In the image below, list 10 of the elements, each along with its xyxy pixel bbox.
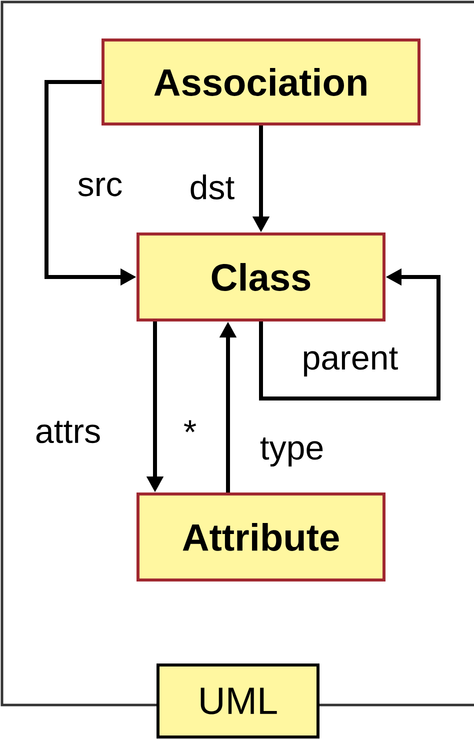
edge-label: type [260, 437, 323, 467]
class-box: Class [136, 232, 386, 322]
class-box: Attribute [136, 492, 386, 582]
edge-label: parent [304, 347, 398, 377]
class-box: Association [102, 38, 420, 126]
multiplicity-label: * [184, 420, 196, 432]
class-box: UML [156, 664, 320, 738]
edge-label: src [78, 178, 122, 196]
edge-label: attrs [36, 420, 100, 444]
edge-label: dst [190, 174, 234, 200]
